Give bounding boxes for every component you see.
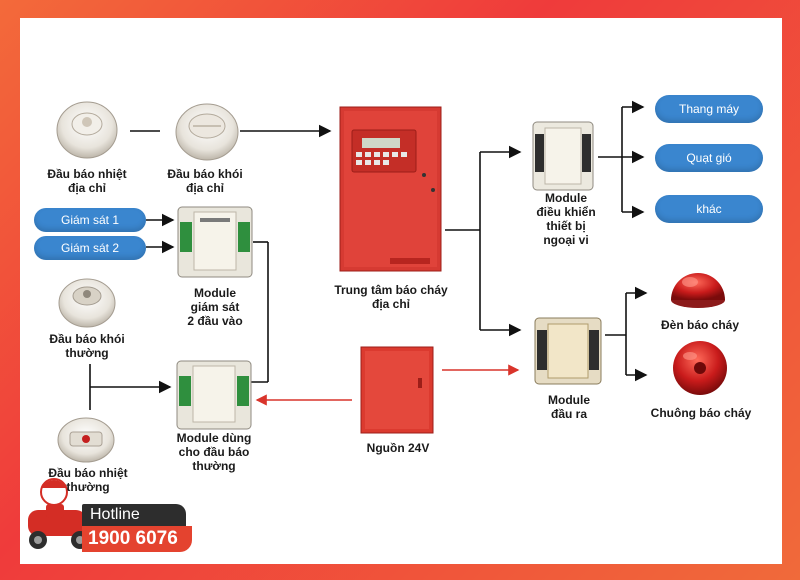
output-module-label: Module đầu ra (548, 393, 590, 421)
fire-bell-icon (673, 341, 727, 395)
connection-lines (89, 100, 648, 410)
fire-panel-icon (339, 106, 442, 272)
smoke-detector-addressable-label: Đầu báo khói địa chỉ (167, 167, 243, 195)
monitor-1-pill: Giám sát 1 (34, 208, 146, 232)
control-module-icon (532, 121, 594, 191)
smoke-detector-conventional-icon (58, 278, 116, 328)
power-supply-label: Nguồn 24V (366, 441, 430, 455)
output-module-icon (534, 317, 602, 385)
heat-detector-addressable-label: Đầu báo nhiệt địa chỉ (47, 167, 127, 195)
heat-detector-conventional-icon (57, 417, 115, 463)
smoke-detector-conventional-label: Đầu báo khói thường (49, 332, 125, 360)
control-module-label: Module điều khiển thiết bị ngoại vi (536, 191, 596, 247)
other-pill: khác (655, 195, 763, 223)
fire-bell-label: Chuông báo cháy (650, 406, 752, 420)
elevator-pill: Thang máy (655, 95, 763, 123)
mascot-scooter-icon (28, 478, 89, 549)
conventional-module-icon (176, 360, 252, 430)
heat-detector-addressable-icon (56, 101, 118, 159)
smoke-detector-addressable-icon (175, 103, 239, 161)
fire-panel-label: Trung tâm báo cháy địa chỉ (334, 283, 448, 311)
monitor-module-icon (177, 206, 253, 278)
hotline-badge[interactable]: Hotline 1900 6076 (82, 504, 192, 554)
hotline-number[interactable]: 1900 6076 (82, 526, 192, 552)
power-supply-icon (360, 346, 434, 434)
power-lines (255, 364, 520, 406)
strobe-light-label: Đèn báo cháy (660, 318, 740, 332)
fan-pill: Quạt gió (655, 144, 763, 172)
monitor-2-pill: Giám sát 2 (34, 236, 146, 260)
monitor-module-label: Module giám sát 2 đầu vào (187, 286, 243, 328)
strobe-light-icon (671, 273, 725, 308)
hotline-label: Hotline (82, 504, 186, 526)
conventional-module-label: Module dùng cho đầu báo thường (176, 431, 252, 473)
heat-detector-conventional-label: Đầu báo nhiệt thường (48, 466, 128, 494)
